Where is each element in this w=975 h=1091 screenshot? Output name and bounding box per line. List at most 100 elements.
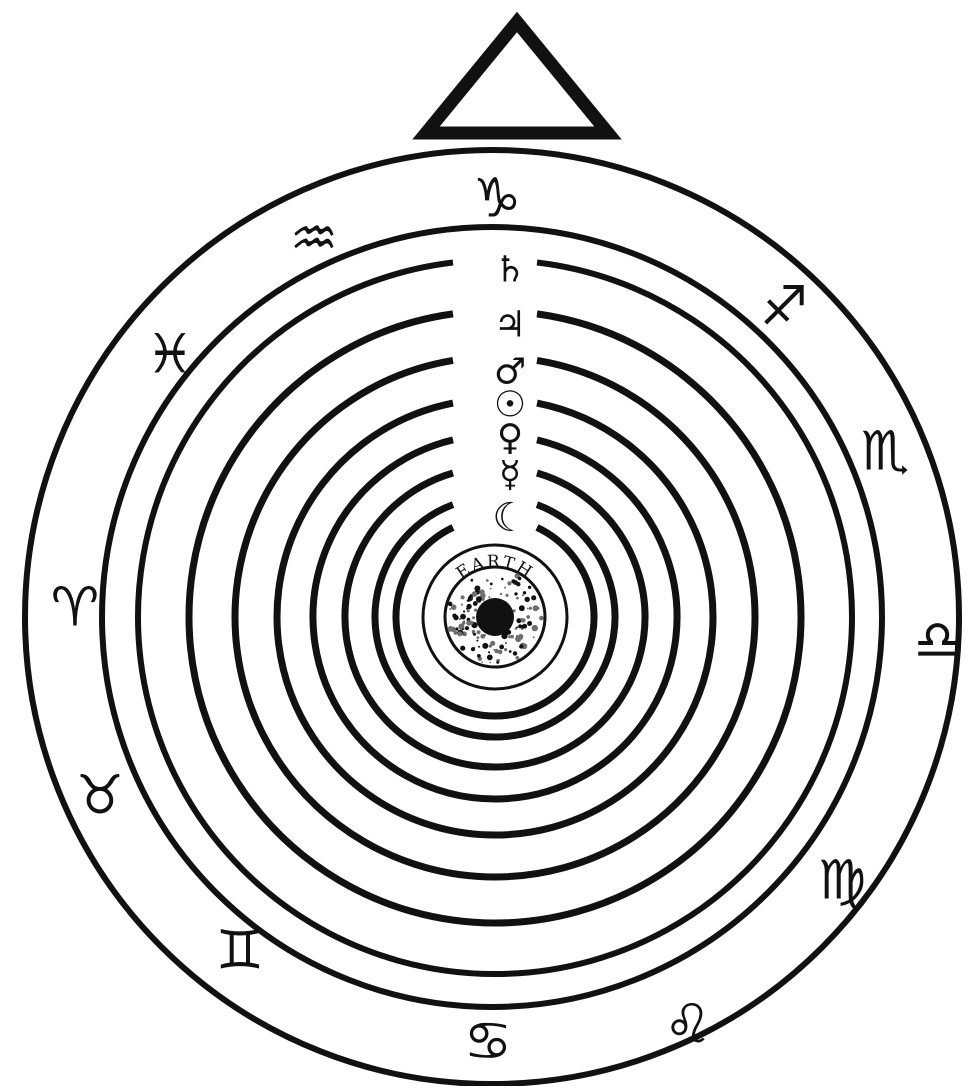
earth-mottle-dot [477, 630, 481, 634]
zodiac-gemini-icon: ♊ [216, 919, 264, 982]
zodiac-aries-icon: ♈ [51, 576, 99, 639]
earth-mottle-dot [481, 661, 483, 663]
earth-mottle-dot [466, 604, 471, 609]
earth-mottle-dot [487, 655, 493, 661]
apex-triangle-icon [426, 22, 608, 133]
earth-mottle-dot [520, 618, 522, 620]
planet-column: ♄♃♂☉♀☿☾ [492, 250, 528, 542]
earth-mottle-dot [490, 583, 493, 586]
earth-mottle-dot [501, 578, 504, 581]
earth-mottle-dot [461, 604, 463, 606]
earth-mottle-dot [516, 635, 518, 637]
earth-mottle-dot [528, 586, 531, 589]
earth-mottle-dot [463, 610, 465, 612]
zodiac-pisces-icon: ♓ [146, 323, 194, 386]
earth-mottle-dot [519, 605, 525, 611]
earth-mottle-dot [462, 628, 464, 630]
earth-mottle-dot [505, 642, 507, 644]
planet-jupiter-icon: ♃ [494, 305, 526, 346]
earth-mottle-dot [489, 662, 491, 664]
zodiac-capricorn-icon: ♑ [473, 167, 521, 230]
earth-mottle-dot [507, 581, 511, 585]
zodiac-libra-icon: ♎ [914, 609, 962, 672]
earth-mottle-dot [526, 615, 530, 619]
earth-mottle-dot [460, 646, 465, 651]
earth-mottle-dot [504, 648, 507, 651]
earth-mottle-dot [462, 621, 465, 624]
earth-mottle-dot [467, 600, 469, 602]
earth-mottle-dot [513, 651, 517, 655]
zodiac-taurus-icon: ♉ [76, 764, 124, 827]
earth-mottle-dot [470, 579, 473, 582]
earth-mottle-dot [455, 627, 458, 630]
earth-mottle-dot [516, 656, 520, 660]
earth-mottle-dot [529, 607, 532, 610]
planet-venus-icon: ♀ [497, 418, 523, 459]
earth-mottle-dot [473, 633, 476, 636]
earth-mottle-dot [532, 625, 538, 631]
earth-mottle-dot [483, 600, 485, 602]
earth-mottle-dot [465, 626, 469, 630]
earth-mottle-dot [516, 626, 518, 628]
zodiac-scorpio-icon: ♏ [861, 420, 909, 483]
earth-mottle-dot [459, 618, 461, 620]
earth-mottle-dot [479, 589, 484, 594]
earth-mottle-dot [452, 629, 456, 633]
earth-mottle-dot [527, 608, 529, 610]
earth: EARTH [423, 545, 567, 689]
earth-mottle-dot [461, 595, 465, 599]
earth-mottle-dot [473, 601, 478, 606]
earth-mottle-dot [480, 634, 485, 639]
earth-mottle-dot [478, 646, 480, 648]
earth-mottle-dot [496, 661, 499, 664]
earth-mottle-dot [467, 609, 470, 612]
zodiac-virgo-icon: ♍ [818, 849, 866, 912]
earth-core [476, 598, 514, 636]
earth-mottle-dot [531, 595, 536, 600]
earth-mottle-dot [499, 645, 504, 650]
earth-mottle-dot [493, 649, 495, 651]
earth-mottle-dot [488, 596, 490, 598]
earth-mottle-dot [518, 634, 523, 639]
earth-mottle-dot [523, 591, 526, 594]
planet-mercury-icon: ☿ [499, 455, 521, 496]
earth-mottle-dot [488, 651, 490, 653]
earth-mottle-dot [533, 636, 535, 638]
earth-mottle-dot [509, 650, 512, 653]
zodiac-leo-icon: ♌ [664, 993, 712, 1056]
earth-mottle-dot [452, 614, 456, 618]
earth-mottle-dot [514, 592, 517, 595]
earth-mottle-dot [539, 616, 544, 621]
earth-mottle-dot [460, 614, 466, 620]
earth-mottle-dot [513, 580, 518, 585]
earth-mottle-dot [489, 645, 492, 648]
earth-mottle-dot [472, 630, 475, 633]
zodiac-sagittarius-icon: ♐ [760, 275, 808, 338]
earth-mottle-dot [474, 609, 477, 612]
earth-mottle-dot [508, 635, 511, 638]
earth-mottle-dot [505, 594, 508, 597]
earth-mottle-dot [527, 621, 532, 626]
earth-mottle-dot [486, 579, 489, 582]
earth-mottle-dot [519, 644, 523, 648]
earth-mottle-dot [457, 631, 462, 636]
earth-mottle-dot [500, 593, 502, 595]
earth-mottle-dot [522, 594, 524, 596]
earth-mottle-dot [537, 607, 540, 610]
earth-mottle-dot [490, 588, 492, 590]
planet-moon-icon: ☾ [492, 495, 528, 541]
earth-mottle-dot [525, 597, 530, 602]
earth-mottle-dot [476, 640, 478, 642]
zodiac-cancer-icon: ♋ [464, 1010, 512, 1073]
earth-mottle-dot [471, 647, 475, 651]
earth-mottle-dot [477, 654, 481, 658]
earth-mottle-dot [476, 596, 482, 602]
earth-mottle-dot [472, 616, 475, 619]
zodiac-aquarius-icon: ♒ [290, 207, 338, 270]
earth-mottle-dot [449, 608, 451, 610]
planet-saturn-icon: ♄ [494, 250, 526, 291]
earth-mottle-dot [498, 650, 503, 655]
earth-mottle-dot [504, 587, 506, 589]
